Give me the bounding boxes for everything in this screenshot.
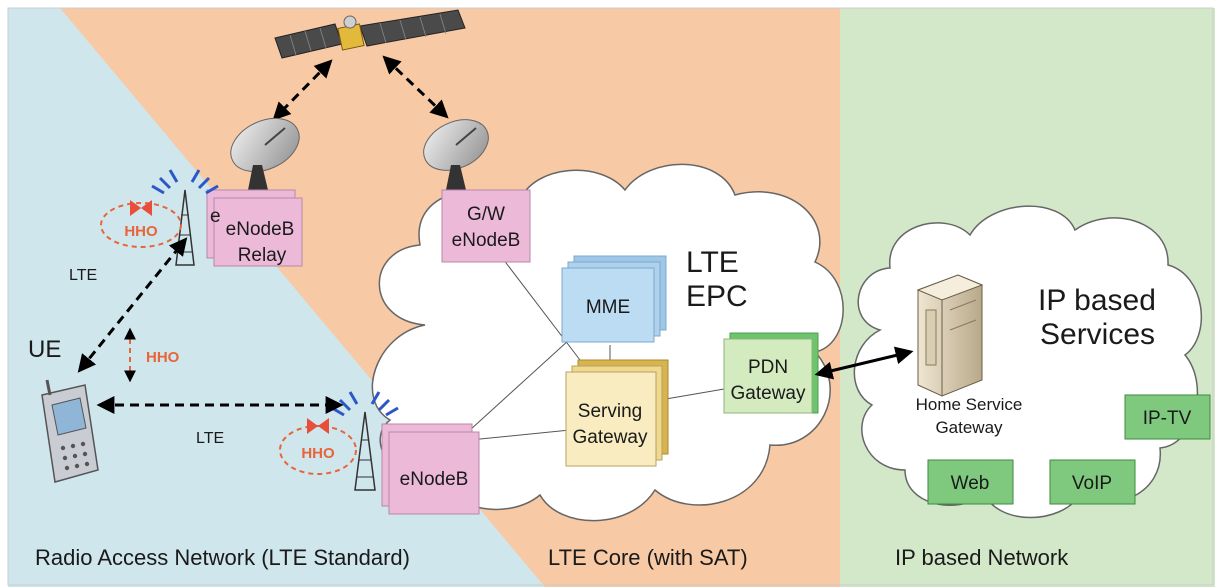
web-service-box: Web	[927, 459, 1014, 505]
hho-top-label: HHO	[124, 223, 158, 240]
serving-label: Serving	[578, 401, 642, 422]
relay-enodeb-label: eNodeB	[226, 219, 295, 240]
enodeb-label: eNodeB	[400, 469, 469, 490]
sat-link-relay	[272, 59, 333, 121]
ue-label: UE	[28, 336, 61, 363]
serving-gateway-label: Gateway	[573, 427, 648, 448]
hho-bottom-label: HHO	[301, 445, 335, 462]
web-label: Web	[951, 473, 990, 494]
lte-top-label: LTE	[69, 267, 97, 284]
ip-section-label: IP based Network	[895, 545, 1069, 570]
ip-services-title-line2: Services	[1040, 318, 1155, 351]
lte-bottom-label: LTE	[196, 430, 224, 447]
satellite-icon	[274, 9, 466, 59]
gateway-enodeb-node: G/W eNodeB	[441, 189, 531, 263]
voip-label: VoIP	[1072, 473, 1112, 494]
gw-enodeb-label: eNodeB	[452, 230, 521, 251]
home-gateway-label: Gateway	[935, 418, 1003, 437]
cell-tower-bottom-icon	[331, 391, 399, 491]
relay-enodeb-node: e eNodeB Relay	[206, 189, 303, 267]
pdn-gateway-label: Gateway	[731, 383, 806, 404]
satellite-dish-gateway-icon	[423, 119, 489, 190]
phone-icon	[41, 379, 99, 483]
gw-label: G/W	[467, 204, 505, 225]
epc-title-line2: EPC	[686, 280, 748, 313]
relay-label: Relay	[238, 245, 287, 266]
iptv-service-box: IP-TV	[1124, 394, 1211, 440]
pdn-gateway-node: PDN Gateway	[723, 332, 819, 414]
diagram-border	[7, 7, 1214, 586]
home-service-label: Home Service	[916, 395, 1023, 414]
mme-label: MME	[586, 297, 630, 318]
hho-mid-label: HHO	[146, 349, 180, 366]
epc-title-line1: LTE	[686, 246, 739, 279]
ue-top-tower-link	[77, 237, 188, 373]
hho-bottom-marker: HHO	[279, 418, 357, 475]
ip-services-cloud	[853, 205, 1203, 519]
server-icon	[916, 274, 984, 397]
hho-top-marker: HHO	[100, 200, 182, 248]
satellite-dish-relay-icon	[230, 117, 300, 190]
pdn-home-link	[814, 346, 914, 380]
pdn-label: PDN	[748, 357, 788, 378]
voip-service-box: VoIP	[1049, 459, 1136, 505]
ran-section-label: Radio Access Network (LTE Standard)	[35, 545, 410, 570]
enodeb-node: eNodeB	[381, 423, 480, 515]
iptv-label: IP-TV	[1143, 408, 1192, 429]
core-section-label: LTE Core (with SAT)	[548, 545, 748, 570]
serving-gateway-node: Serving Gateway	[565, 359, 669, 467]
ip-services-title-line1: IP based	[1038, 284, 1156, 317]
relay-prefix-label: e	[210, 206, 221, 227]
mme-node: MME	[561, 255, 667, 343]
